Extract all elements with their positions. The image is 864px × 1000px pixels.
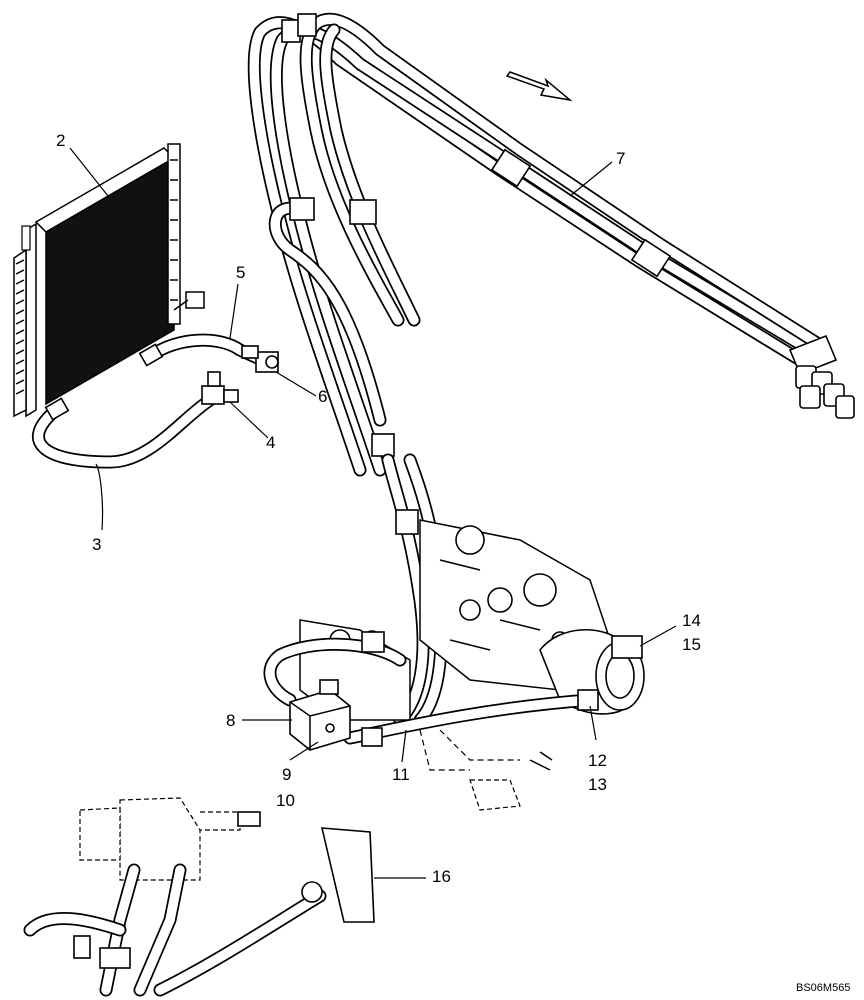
valve-block-8 xyxy=(289,679,351,751)
quick-couplers xyxy=(788,334,855,419)
drawing-code: BS06M565 xyxy=(796,982,851,994)
callout-12: 12 xyxy=(588,751,607,770)
callout-2: 2 xyxy=(56,131,66,150)
callout-14: 14 xyxy=(682,611,701,630)
hose-bundle-7 xyxy=(247,12,827,477)
callout-3: 3 xyxy=(92,535,102,554)
tee-fitting-4 xyxy=(201,371,239,405)
hose-16 xyxy=(153,827,375,997)
callout-10: 10 xyxy=(276,791,295,810)
hose-11 xyxy=(343,689,599,747)
hose-3 xyxy=(32,393,217,469)
elbow-fitting-6 xyxy=(241,345,279,373)
callout-9: 9 xyxy=(282,765,292,784)
callout-5: 5 xyxy=(236,263,246,282)
control-valve xyxy=(23,797,261,997)
hose-loop-upper xyxy=(268,197,395,457)
callout-15: 15 xyxy=(682,635,701,654)
callout-4: 4 xyxy=(266,433,276,452)
callout-16: 16 xyxy=(432,867,451,886)
callout-8: 8 xyxy=(226,711,236,730)
hose-5 xyxy=(138,333,269,367)
oil-cooler xyxy=(13,143,205,418)
auxiliary-motor xyxy=(419,729,553,811)
leader-lines xyxy=(69,147,677,879)
gear-pump xyxy=(539,629,645,715)
hose-loop-valve xyxy=(263,631,407,707)
callout-13: 13 xyxy=(588,775,607,794)
callout-7: 7 xyxy=(616,149,626,168)
direction-arrow xyxy=(505,71,573,102)
callout-11: 11 xyxy=(392,765,410,784)
callout-6: 6 xyxy=(318,387,328,406)
